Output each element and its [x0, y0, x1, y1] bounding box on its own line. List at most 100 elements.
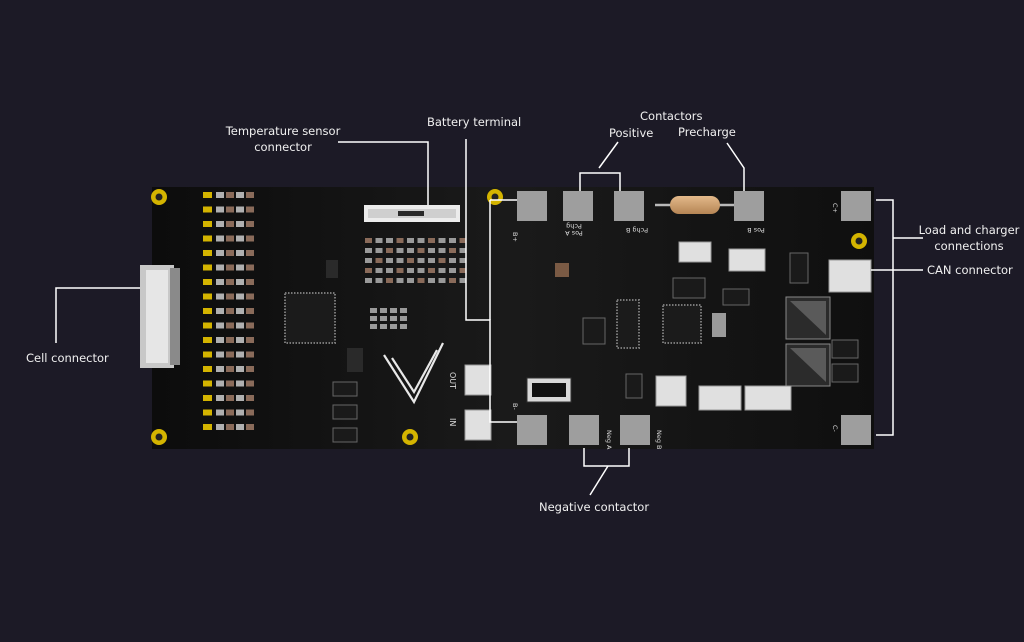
passive-component: [407, 268, 414, 273]
passive-component: [438, 248, 446, 253]
passive-component: [459, 248, 467, 253]
label-contactors: Contactors: [640, 109, 703, 123]
balance-led: [203, 337, 212, 343]
callout-temperature-sensor: [338, 141, 429, 205]
passive-component: [449, 268, 456, 273]
balance-resistor: [226, 366, 234, 372]
passive-component: [438, 238, 446, 243]
balance-resistor: [216, 395, 224, 401]
balance-resistor: [236, 192, 244, 198]
balance-resistor: [216, 322, 224, 329]
balance-resistor: [226, 192, 234, 198]
pad-c-plus: [841, 191, 871, 221]
passive-component: [428, 248, 435, 253]
passive-component: [396, 248, 404, 253]
balance-resistor: [226, 409, 234, 416]
passive-component: [417, 268, 425, 273]
balance-resistor: [216, 250, 224, 256]
balance-resistor: [246, 264, 254, 271]
balance-resistor: [236, 366, 244, 372]
passive-component: [380, 316, 387, 321]
passive-component: [400, 324, 407, 329]
passive-component: [438, 268, 446, 273]
balance-resistor: [216, 293, 224, 300]
balance-resistor: [246, 322, 254, 329]
passive-component: [375, 278, 383, 283]
balance-resistor: [236, 206, 244, 213]
microcontroller-left: [284, 292, 336, 344]
balance-led: [203, 192, 212, 198]
balance-led: [203, 264, 212, 271]
balance-resistor: [226, 424, 234, 430]
passive-component: [386, 248, 393, 253]
balance-resistor: [246, 409, 254, 416]
balance-resistor: [216, 235, 224, 242]
balance-resistor: [246, 235, 254, 242]
balance-resistor: [246, 337, 254, 343]
passive-component: [449, 278, 456, 283]
silk-c-minus: C-: [831, 425, 839, 433]
passive-component: [400, 316, 407, 321]
silk-c-plus: C+: [831, 203, 839, 213]
callout-negative: [583, 448, 630, 467]
balance-resistor: [216, 337, 224, 343]
silk-b-minus: B-: [511, 403, 519, 410]
pad-c-minus: [841, 415, 871, 445]
passive-component: [417, 278, 425, 283]
silk-b-plus: B+: [511, 232, 519, 242]
balance-resistor: [226, 221, 234, 227]
pad-pchg-pos-a: [563, 191, 593, 221]
balance-resistor: [236, 424, 244, 430]
balance-resistor: [246, 221, 254, 227]
label-temperature-sensor: Temperature sensor connector: [225, 124, 341, 154]
passive-component: [400, 308, 407, 313]
temperature-sensor-connector-body: [364, 205, 460, 222]
balance-resistor: [216, 192, 224, 198]
balance-resistor: [236, 250, 244, 256]
silk-pchg-b: Pchg B: [626, 226, 648, 234]
ic-center: [616, 299, 640, 349]
passive-component: [417, 238, 425, 243]
balance-resistor: [226, 351, 234, 358]
passive-component: [428, 238, 435, 243]
precharge-resistor: [655, 196, 738, 214]
balance-resistor: [236, 322, 244, 329]
passive-component: [438, 258, 446, 263]
passive-component: [449, 248, 456, 253]
passive-component: [396, 258, 404, 263]
passive-component: [375, 268, 383, 273]
balance-led: [203, 395, 212, 401]
balance-resistor: [226, 250, 234, 256]
passive-component: [438, 278, 446, 283]
label-can-connector: CAN connector: [927, 263, 1013, 277]
label-load-charger: Load and charger connections: [918, 223, 1020, 253]
balance-resistor: [236, 395, 244, 401]
mounting-holes: [151, 189, 867, 445]
balance-resistor: [226, 235, 234, 242]
label-positive: Positive: [609, 126, 654, 140]
cell-balancing-components: [203, 192, 254, 430]
passive-component: [390, 324, 397, 329]
callout-precharge: [726, 142, 745, 191]
balance-resistor: [236, 380, 244, 387]
passive-component: [380, 324, 387, 329]
passive-component: [390, 308, 397, 313]
passive-component: [386, 278, 393, 283]
balance-resistor: [246, 351, 254, 358]
balance-resistor: [246, 308, 254, 314]
balance-resistor: [236, 293, 244, 300]
pad-b-plus: [517, 191, 547, 221]
callout-lines: [55, 139, 923, 496]
passive-component: [396, 238, 404, 243]
balance-resistor: [226, 206, 234, 213]
passive-component: [459, 278, 467, 283]
pad-pchg-b: [614, 191, 644, 221]
balance-resistor: [236, 279, 244, 285]
mounting-hole-top-left: [151, 189, 167, 205]
passive-component: [386, 238, 393, 243]
silk-in: IN: [448, 418, 457, 426]
balance-resistor: [226, 308, 234, 314]
passive-component: [449, 258, 456, 263]
passive-component: [375, 258, 383, 263]
